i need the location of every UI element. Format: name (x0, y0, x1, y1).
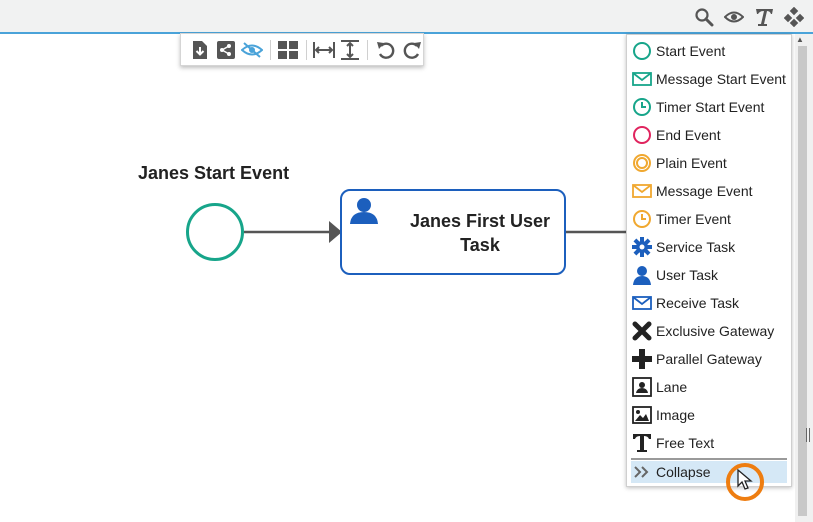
click-highlight-ring (726, 463, 764, 501)
palette-item-image[interactable]: Image (631, 402, 791, 428)
palette-item-label: Start Event (656, 43, 726, 59)
user-task-node[interactable]: Janes First User Task (340, 189, 566, 275)
palette-item-end-event[interactable]: End Event (631, 122, 791, 148)
toolbar-separator (269, 39, 271, 60)
palette-item-label: Timer Event (656, 211, 731, 227)
puzzle-icon[interactable] (783, 6, 805, 28)
layout-icon[interactable] (277, 38, 300, 61)
chevron-double-right-icon (631, 461, 653, 483)
palette-item-receive-task[interactable]: Receive Task (631, 290, 791, 316)
image-icon (631, 404, 653, 426)
palette-item-exclusive-gateway[interactable]: Exclusive Gateway (631, 318, 791, 344)
palette-item-lane[interactable]: Lane (631, 374, 791, 400)
parallel-gateway-icon (631, 348, 653, 370)
palette-item-message-start-event[interactable]: Message Start Event (631, 66, 791, 92)
palette-item-plain-event[interactable]: Plain Event (631, 150, 791, 176)
service-task-icon (631, 236, 653, 258)
palette-item-label: Timer Start Event (656, 99, 765, 115)
user-task-icon (631, 264, 653, 286)
share-icon[interactable] (215, 38, 238, 61)
palette-item-label: Image (656, 407, 695, 423)
palette-item-label: Exclusive Gateway (656, 323, 775, 339)
message-event-icon (631, 180, 653, 202)
scroll-up-arrow[interactable]: ▲ (796, 35, 804, 44)
toolbar-separator (305, 39, 307, 60)
resize-grip[interactable] (806, 428, 810, 442)
eye-icon[interactable] (723, 6, 745, 28)
fit-width-icon[interactable] (312, 38, 336, 61)
palette-item-label: Free Text (656, 435, 715, 451)
palette-item-free-text[interactable]: Free Text (631, 430, 791, 456)
undo-icon[interactable] (374, 38, 397, 61)
palette-item-start-event[interactable]: Start Event (631, 38, 791, 64)
palette-item-service-task[interactable]: Service Task (631, 234, 791, 260)
exclusive-gateway-icon (631, 320, 653, 342)
collapse-label: Collapse (656, 464, 711, 480)
start-event-node[interactable] (186, 203, 244, 261)
scrollbar-thumb[interactable] (798, 46, 807, 516)
task-label: Janes First User Task (409, 211, 551, 255)
palette-divider (631, 458, 787, 460)
palette-item-label: Service Task (656, 239, 736, 255)
receive-task-icon (631, 292, 653, 314)
redo-icon[interactable] (400, 38, 423, 61)
top-icons (693, 6, 805, 28)
export-icon[interactable] (189, 38, 212, 61)
shape-palette: Start Event Message Start Event Timer St… (626, 34, 792, 487)
timer-event-icon (631, 208, 653, 230)
palette-item-timer-start-event[interactable]: Timer Start Event (631, 94, 791, 120)
message-start-event-icon (631, 68, 653, 90)
text-icon[interactable] (753, 6, 775, 28)
start-event-label: Janes Start Event (138, 163, 290, 183)
palette-item-label: End Event (656, 127, 721, 143)
search-icon[interactable] (693, 6, 715, 28)
timer-start-event-icon (631, 96, 653, 118)
free-text-icon (631, 432, 653, 454)
palette-item-timer-event[interactable]: Timer Event (631, 206, 791, 232)
palette-item-label: Message Event (656, 183, 753, 199)
palette-item-message-event[interactable]: Message Event (631, 178, 791, 204)
palette-item-label: User Task (656, 267, 718, 283)
palette-item-label: Plain Event (656, 155, 727, 171)
diagram-toolbar (180, 33, 424, 66)
palette-item-label: Message Start Event (656, 71, 786, 87)
palette-item-label: Receive Task (656, 295, 740, 311)
fit-height-icon[interactable] (338, 38, 361, 61)
end-event-icon (631, 124, 653, 146)
start-event-icon (631, 40, 653, 62)
palette-item-label: Parallel Gateway (656, 351, 762, 367)
lane-icon (631, 376, 653, 398)
hide-icon[interactable] (241, 38, 264, 61)
plain-event-icon (631, 152, 653, 174)
palette-item-user-task[interactable]: User Task (631, 262, 791, 288)
palette-item-label: Lane (656, 379, 688, 395)
mouse-cursor-icon (737, 468, 753, 496)
user-task-icon (349, 197, 379, 230)
toolbar-separator (367, 39, 369, 60)
palette-item-parallel-gateway[interactable]: Parallel Gateway (631, 346, 791, 372)
